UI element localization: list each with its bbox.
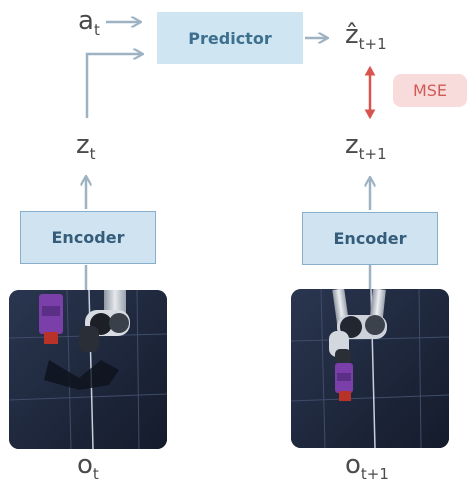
robot-arm-scene-t bbox=[9, 290, 167, 449]
predictor-box: Predictor bbox=[157, 12, 303, 64]
encoder-label-right: Encoder bbox=[333, 229, 407, 248]
predicted-latent-label: ẑt+1 bbox=[345, 20, 387, 53]
observation-image-t1 bbox=[291, 289, 449, 448]
mse-badge: MSE bbox=[393, 74, 467, 107]
latent-t-label: zt bbox=[76, 130, 96, 163]
robot-arm-scene-t1 bbox=[291, 289, 449, 448]
latent-t1-label: zt+1 bbox=[345, 130, 387, 163]
observation-image-t bbox=[9, 290, 167, 449]
predictor-label: Predictor bbox=[188, 28, 272, 48]
action-label: at bbox=[78, 6, 100, 39]
latent-to-predictor-arrow bbox=[85, 54, 142, 118]
encoder-box-right: Encoder bbox=[302, 212, 438, 265]
encoder-label-left: Encoder bbox=[51, 228, 125, 247]
obs-t-label: ot bbox=[77, 450, 99, 483]
encoder-box-left: Encoder bbox=[20, 211, 156, 264]
mse-label: MSE bbox=[412, 81, 448, 100]
obs-t1-label: ot+1 bbox=[345, 450, 389, 483]
